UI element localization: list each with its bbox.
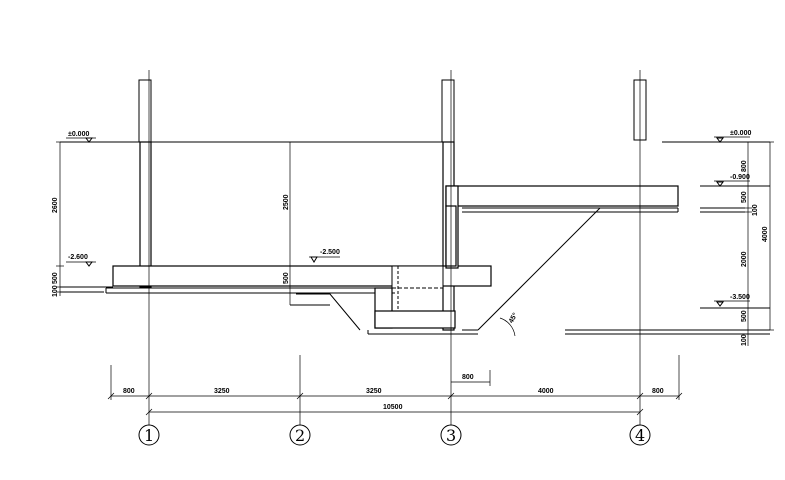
level-mark-left-top: ±0.000 [66,131,96,143]
svg-text:2000: 2000 [741,251,748,267]
svg-text:800: 800 [741,160,748,172]
concrete-wall-axis-1 [139,141,152,288]
level-mark-right-top: ±0.000 [714,130,751,143]
axis-bubble-1: 1 [138,424,160,446]
axis-bubble-2: 2 [289,424,311,446]
level-mark-right-low: -3.500 [714,294,750,307]
axis-bubble-4: 4 [629,424,651,446]
left-vertical-dims: 2600 500 100 [52,141,64,297]
svg-text:-0.900: -0.900 [730,174,750,181]
svg-text:±0.000: ±0.000 [730,130,751,137]
svg-text:100: 100 [752,204,759,216]
svg-text:800: 800 [123,388,135,395]
svg-text:500: 500 [283,272,290,284]
svg-text:800: 800 [652,388,664,395]
level-mark-left-low: -2.600 [66,254,96,267]
level-mark-right-mid: -0.900 [714,174,750,187]
svg-text:1: 1 [144,426,154,445]
svg-text:-2.500: -2.500 [320,249,340,256]
svg-text:±0.000: ±0.000 [68,131,89,138]
svg-text:3250: 3250 [366,388,382,395]
svg-text:2: 2 [295,426,305,445]
brick-wall-axis-3 [441,79,455,143]
axis-bubble-3: 3 [440,424,462,446]
svg-text:10500: 10500 [383,404,403,411]
svg-text:4000: 4000 [538,388,554,395]
right-vertical-dims: 800 500 100 2000 500 100 4000 [741,141,774,346]
upper-slab-right [445,185,679,207]
pit [296,207,601,337]
svg-text:4: 4 [635,426,645,445]
svg-text:3250: 3250 [214,388,230,395]
svg-text:4000: 4000 [762,226,769,242]
svg-text:500: 500 [741,191,748,203]
svg-text:500: 500 [52,272,59,284]
svg-text:500: 500 [741,310,748,322]
level-mark-mid-low: -2.500 [309,249,340,263]
svg-text:3: 3 [446,426,456,445]
middle-vertical-dims: 2500 500 [283,141,294,305]
svg-text:100: 100 [741,334,748,346]
slope-label: 45° [507,311,519,324]
svg-text:-2.600: -2.600 [68,254,88,261]
svg-text:800: 800 [462,374,474,381]
svg-text:2500: 2500 [283,194,290,210]
svg-text:2600: 2600 [52,197,59,213]
bottom-dimension-chain: 800 3250 3250 4000 800 800 10500 [107,355,683,416]
svg-text:-3.500: -3.500 [730,294,750,301]
svg-text:100: 100 [52,285,59,297]
